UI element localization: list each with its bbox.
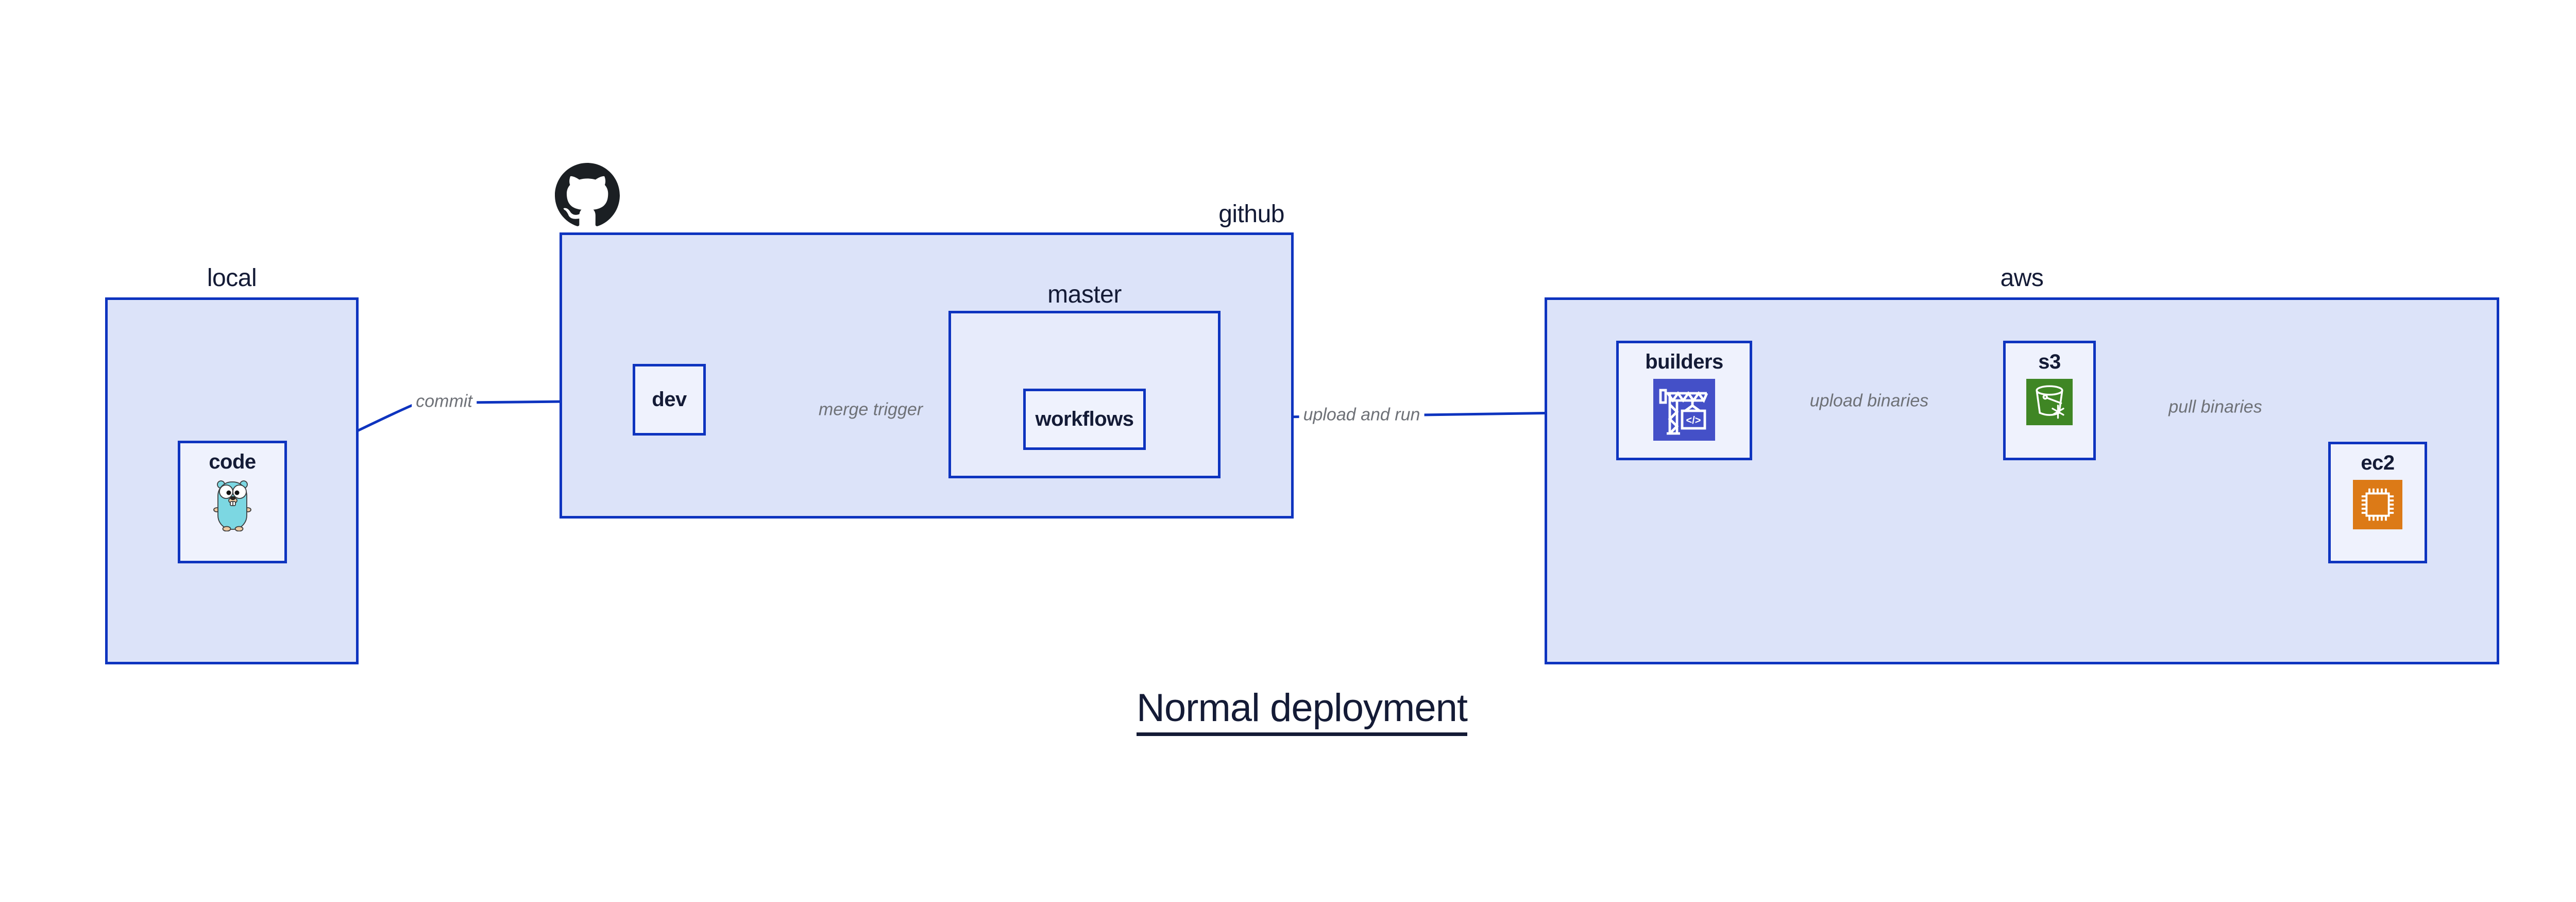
node-label-s3: s3 (2038, 350, 2061, 373)
edge-label-upload-binaries: upload binaries (1805, 390, 1933, 412)
edge-label-pull-binaries: pull binaries (2164, 396, 2266, 418)
title-wrap: Normal deployment (0, 686, 2576, 736)
node-label-code: code (209, 450, 256, 473)
group-label-aws: aws (2000, 264, 2044, 292)
builders-icon-code-glyph: </> (1686, 415, 1701, 426)
node-label-dev: dev (652, 388, 687, 411)
node-label-builders: builders (1645, 350, 1723, 373)
edge-label-upload-and-run: upload and run (1299, 404, 1425, 426)
edge-label-merge-trigger: merge trigger (814, 399, 927, 421)
edge-label-commit: commit (412, 391, 477, 412)
codebuild-crane-icon: </> (1653, 379, 1715, 441)
node-box-dev: dev (633, 364, 706, 436)
node-box-code: code (178, 441, 287, 563)
group-label-local: local (207, 264, 257, 292)
group-label-master: master (1047, 281, 1122, 308)
go-gopher-mascot-icon (213, 480, 251, 531)
node-label-workflows: workflows (1035, 408, 1134, 430)
group-label-github: github (1218, 201, 1284, 228)
node-box-workflows: workflows (1023, 389, 1146, 450)
diagram-title: Normal deployment (1137, 686, 1468, 736)
github-octocat-logo-icon (555, 163, 620, 226)
ec2-chip-icon (2353, 480, 2402, 529)
node-box-builders: builders </> (1616, 341, 1752, 460)
node-label-ec2: ec2 (2361, 452, 2395, 474)
s3-bucket-snowflake-icon (2026, 379, 2073, 425)
node-box-ec2: ec2 (2328, 442, 2427, 563)
node-box-s3: s3 (2003, 341, 2096, 460)
